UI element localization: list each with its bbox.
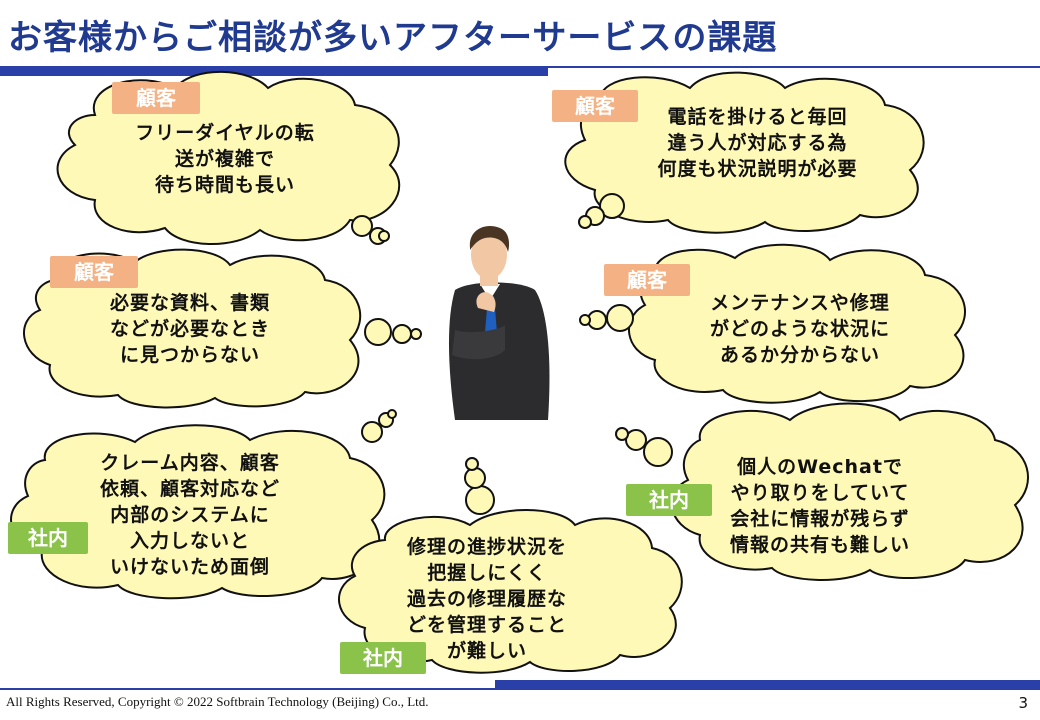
bubble-line: 依頼、顧客対応など (60, 476, 320, 502)
bubble-line: 何度も状況説明が必要 (630, 156, 885, 182)
footer-rule-thin (0, 688, 495, 690)
bubble-line: 違う人が対応する為 (630, 130, 885, 156)
bubble-text-5: クレーム内容、顧客 依頼、顧客対応など 内部のシステムに 入力しないと いけない… (60, 450, 320, 580)
bubble-line: 会社に情報が残らず (700, 506, 940, 532)
bubble-line: クレーム内容、顧客 (60, 450, 320, 476)
bubble-text-2: 電話を掛けると毎回 違う人が対応する為 何度も状況説明が必要 (630, 104, 885, 182)
bubble-line: に見つからない (65, 342, 315, 368)
bubble-line: 電話を掛けると毎回 (630, 104, 885, 130)
tag-customer: 顧客 (604, 264, 690, 296)
bubble-line: 必要な資料、書類 (65, 290, 315, 316)
tag-customer: 顧客 (552, 90, 638, 122)
page-number: 3 (1018, 694, 1028, 712)
bubble-line: 待ち時間も長い (100, 172, 350, 198)
tag-customer: 顧客 (50, 256, 138, 288)
tag-customer: 顧客 (112, 82, 200, 114)
bubble-line: 個人のWechatで (700, 454, 940, 480)
bubble-line: やり取りをしていて (700, 480, 940, 506)
bubble-text-1: フリーダイヤルの転 送が複雑で 待ち時間も長い (100, 120, 350, 198)
tag-internal: 社内 (626, 484, 712, 516)
bubble-line: フリーダイヤルの転 (100, 120, 350, 146)
bubble-line: 内部のシステムに (60, 502, 320, 528)
bubble-line: 情報の共有も難しい (700, 532, 940, 558)
tag-internal: 社内 (8, 522, 88, 554)
bubble-text-4: メンテナンスや修理 がどのような状況に あるか分からない (680, 290, 920, 368)
bubble-text-3: 必要な資料、書類 などが必要なとき に見つからない (65, 290, 315, 368)
copyright-text: All Rights Reserved, Copyright © 2022 So… (6, 694, 429, 710)
bubble-line: がどのような状況に (680, 316, 920, 342)
bubble-line: あるか分からない (680, 342, 920, 368)
footer-rule (495, 680, 1040, 690)
tag-internal: 社内 (340, 642, 426, 674)
bubble-line: 把握しにくく (382, 560, 592, 586)
bubble-line: などが必要なとき (65, 316, 315, 342)
bubble-line: 送が複雑で (100, 146, 350, 172)
bubble-line: 入力しないと (60, 528, 320, 554)
thinking-businessman-figure (449, 226, 550, 420)
bubble-line: メンテナンスや修理 (680, 290, 920, 316)
bubble-line: 過去の修理履歴な (382, 586, 592, 612)
bubble-text-7: 個人のWechatで やり取りをしていて 会社に情報が残らず 情報の共有も難しい (700, 454, 940, 558)
bubble-line: どを管理すること (382, 612, 592, 638)
bubble-line: いけないため面倒 (60, 554, 320, 580)
bubble-line: 修理の進捗状況を (382, 534, 592, 560)
